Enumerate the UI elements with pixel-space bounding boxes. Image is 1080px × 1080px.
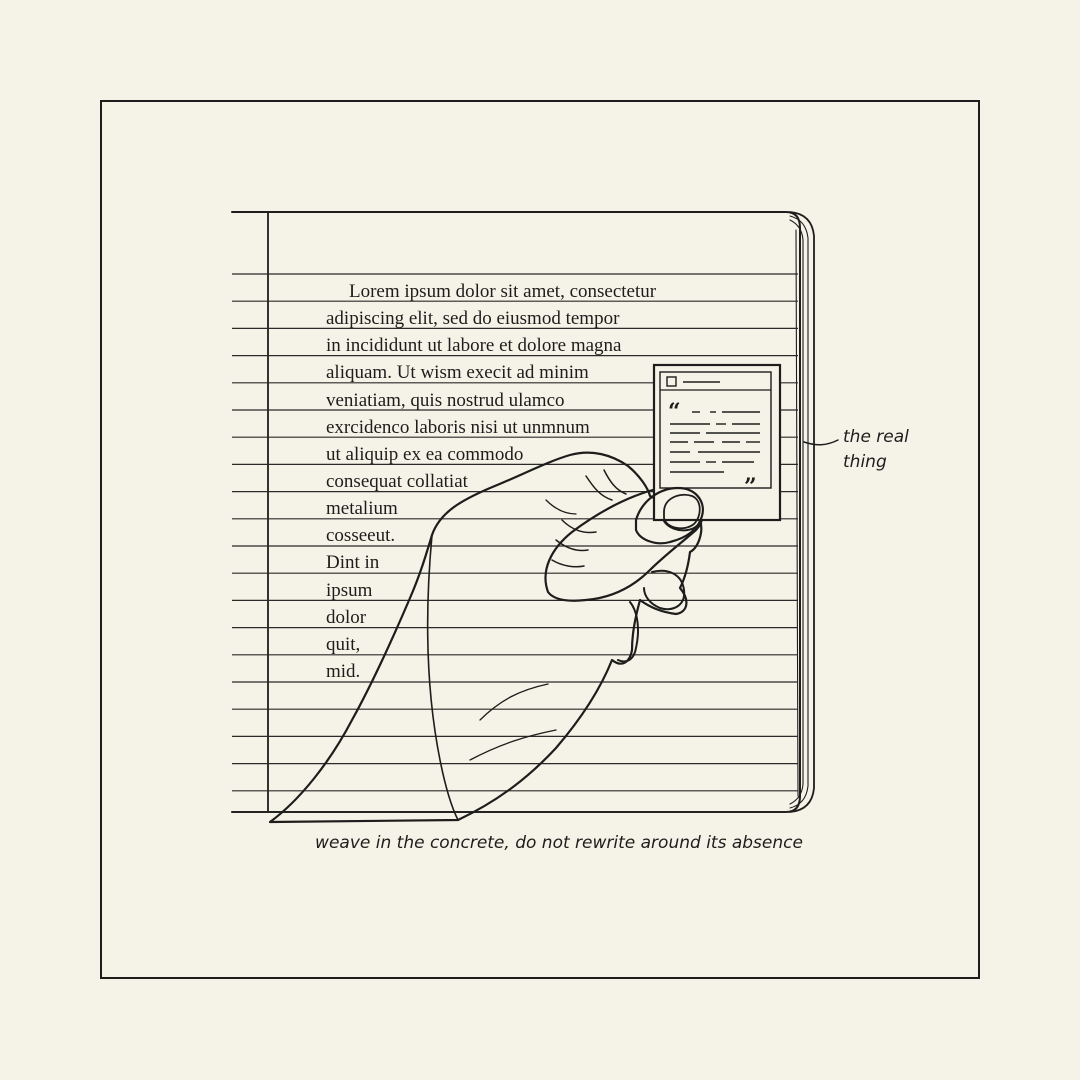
notebook-page-outline: [231, 211, 801, 813]
hand-curled-finger: [617, 601, 639, 663]
hand-crease: [585, 475, 613, 501]
notebook-ruled-lines: [232, 273, 798, 813]
hand-curled-finger: [643, 569, 686, 611]
quote-card-inner: [659, 371, 772, 489]
quote-card-checkbox-icon: [666, 376, 677, 387]
hand-contour: [426, 534, 459, 821]
paragraph-line: adipiscing elit, sed do eiusmod tempor: [326, 308, 620, 329]
quote-card-close-quote: ”: [744, 474, 757, 500]
paragraph-line: dolor: [326, 607, 367, 628]
hand-thumb-nail: [663, 493, 701, 530]
paragraph-line: ipsum: [326, 580, 373, 601]
paragraph-line: quit,: [326, 634, 360, 655]
hand-palm: [268, 451, 703, 824]
hand-contour: [479, 683, 549, 721]
paragraph-line: Lorem ipsum dolor sit amet, consectetur: [349, 281, 657, 302]
paragraph-line: cosseeut.: [326, 525, 395, 546]
paragraph-line: mid.: [326, 661, 360, 682]
hand-contour: [469, 729, 557, 761]
paragraph-line: in incididunt ut labore et dolore magna: [326, 335, 622, 356]
hand-crease: [551, 559, 585, 568]
hand-thumb-tip: [634, 486, 704, 545]
quote-card: “ ”: [652, 363, 782, 522]
notebook-page-edge: [789, 219, 804, 805]
hand-crease: [561, 519, 597, 534]
paragraph-line: Dint in: [326, 552, 380, 573]
caption: weave in the concrete, do not rewrite ar…: [315, 833, 803, 853]
paragraph-line: consequat collatiat: [326, 471, 469, 492]
paragraph-line: exrcidenco laboris nisi ut unmnum: [326, 417, 590, 438]
annotation: the real thing: [803, 427, 909, 472]
quote-card-open-quote: “: [668, 399, 681, 425]
paragraph-line: aliquam. Ut wism execit ad minim: [326, 362, 589, 383]
paragraph-line: veniatiam, quis nostrud ulamco: [326, 390, 565, 411]
hand-crease: [545, 499, 577, 515]
hand-crease: [603, 469, 627, 495]
hand-thumb: [634, 486, 704, 545]
notebook-page-edge: [789, 211, 815, 813]
annotation-leader-line: [803, 439, 839, 446]
notebook-paragraph: Lorem ipsum dolor sit amet, consectetur …: [326, 281, 661, 682]
annotation-text-line1: the real: [843, 427, 909, 447]
annotation-text-line2: thing: [843, 452, 887, 472]
paragraph-line: metalium: [326, 498, 398, 519]
paragraph-line: ut aliquip ex ea commodo: [326, 444, 523, 465]
hand-crease: [555, 539, 589, 552]
notebook: [231, 211, 815, 813]
frame-border: [100, 100, 980, 979]
notebook-page-edge: [795, 229, 799, 797]
